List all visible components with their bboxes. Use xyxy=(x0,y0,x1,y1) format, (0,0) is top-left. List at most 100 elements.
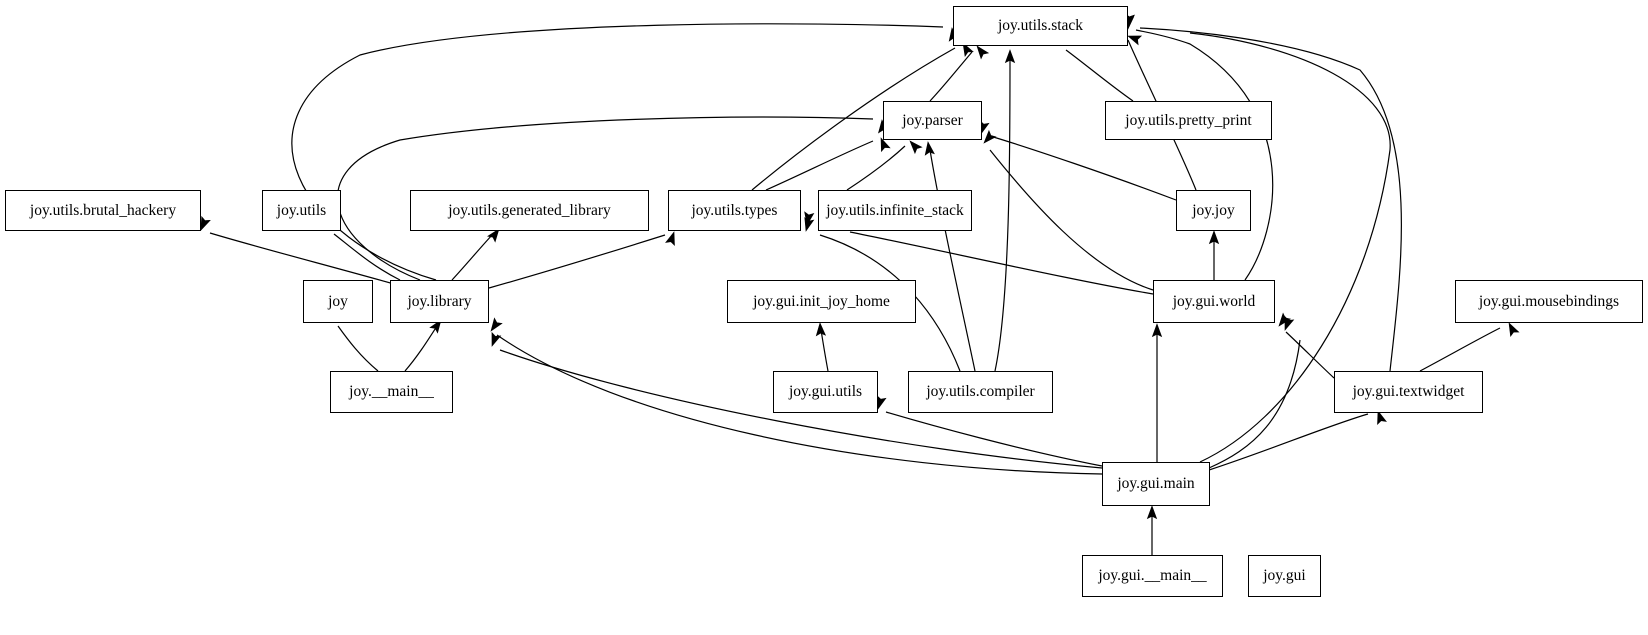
edge-joy-library-to-joy-utils-brutal-hackery xyxy=(200,215,395,285)
edge-line xyxy=(1419,327,1501,372)
node-label: joy.gui.textwidget xyxy=(1352,383,1465,401)
edge-line xyxy=(846,145,906,191)
node-joy---main--[interactable]: joy.__main__ xyxy=(330,371,453,413)
edge-line xyxy=(488,234,666,289)
node-label: joy.gui.mousebindings xyxy=(1478,292,1620,310)
edge-joy-library-to-joy-utils-types xyxy=(488,231,675,289)
edge-line xyxy=(1208,413,1369,471)
arrow-head-icon xyxy=(665,231,675,247)
node-label: joy.utils.stack xyxy=(997,17,1084,35)
edge-line xyxy=(929,51,973,102)
arrow-head-icon xyxy=(429,319,442,334)
edge-line xyxy=(1208,339,1301,469)
edge-line xyxy=(820,329,829,372)
node-label: joy.utils.types xyxy=(691,201,778,219)
node-joy-gui-textwidget[interactable]: joy.gui.textwidget xyxy=(1334,371,1483,413)
node-joy-gui-utils[interactable]: joy.gui.utils xyxy=(773,371,878,413)
node-label: joy.gui.init_joy_home xyxy=(753,292,890,310)
edge-line xyxy=(337,325,379,372)
arrow-head-icon xyxy=(487,228,500,243)
edge-joy-gui-utils-to-joy-gui-init-joy-home xyxy=(815,322,829,372)
node-label: joy.gui.__main__ xyxy=(1098,567,1207,585)
edge-line xyxy=(1189,32,1391,463)
edge-joy-utils-compiler-to-joy-parser xyxy=(924,141,976,372)
node-label: joy.joy xyxy=(1192,201,1235,219)
node-label: joy.utils.generated_library xyxy=(448,201,611,219)
edge-joy-gui-textwidget-to-joy-gui-mousebindings xyxy=(1419,322,1520,372)
arrow-head-icon xyxy=(1146,505,1158,520)
arrow-head-icon xyxy=(1004,49,1016,64)
edge-line xyxy=(291,23,944,281)
node-label: joy xyxy=(328,292,348,310)
node-joy-utils-pretty-print[interactable]: joy.utils.pretty_print xyxy=(1105,101,1272,140)
edge-line xyxy=(929,149,976,372)
node-label: joy.utils.infinite_stack xyxy=(826,201,964,219)
edge-line xyxy=(849,231,1154,295)
arrow-head-icon xyxy=(909,140,923,155)
node-label: joy.utils.compiler xyxy=(926,383,1035,401)
node-label: joy.gui.main xyxy=(1117,475,1195,493)
edge-line xyxy=(333,233,401,281)
node-label: joy.gui.world xyxy=(1172,292,1256,310)
arrow-head-icon xyxy=(815,322,827,337)
edge-line xyxy=(496,334,1103,475)
node-label: joy.gui.utils xyxy=(788,383,863,401)
node-joy-gui-main[interactable]: joy.gui.main xyxy=(1102,462,1210,506)
node-joy-utils-compiler[interactable]: joy.utils.compiler xyxy=(908,371,1053,413)
arrow-head-icon xyxy=(1278,312,1292,327)
node-joy-gui-mousebindings[interactable]: joy.gui.mousebindings xyxy=(1455,280,1643,323)
node-joy-joy[interactable]: joy.joy xyxy=(1176,190,1251,231)
edge-joy-parser-to-joy-utils-stack xyxy=(929,45,990,102)
edge-joy-gui-main-to-joy-gui-world xyxy=(1208,315,1301,469)
node-joy-utils-stack[interactable]: joy.utils.stack xyxy=(953,6,1128,46)
arrow-head-icon xyxy=(1151,323,1163,338)
node-joy-utils-types[interactable]: joy.utils.types xyxy=(668,190,801,231)
node-label: joy.utils.brutal_hackery xyxy=(29,201,177,219)
node-joy[interactable]: joy xyxy=(303,280,373,323)
node-joy-gui[interactable]: joy.gui xyxy=(1248,555,1321,597)
arrow-head-icon xyxy=(491,331,502,347)
edge-joy-gui---main---to-joy-gui-main xyxy=(1146,505,1158,555)
arrow-head-icon xyxy=(983,129,997,144)
node-joy-utils[interactable]: joy.utils xyxy=(262,190,341,231)
edge-joy-gui-main-to-joy-library xyxy=(491,331,1103,469)
edge-line xyxy=(1135,29,1274,281)
edge-line xyxy=(765,140,874,191)
edge-line xyxy=(404,325,438,372)
edge-line xyxy=(885,411,1103,467)
node-label: joy.__main__ xyxy=(349,383,434,401)
edge-joy-gui-main-to-joy-gui-utils xyxy=(876,394,1103,467)
node-joy-utils-generated-library[interactable]: joy.utils.generated_library xyxy=(410,190,649,231)
node-joy-utils-infinite-stack[interactable]: joy.utils.infinite_stack xyxy=(818,190,972,231)
arrow-head-icon xyxy=(804,217,815,232)
node-joy-library[interactable]: joy.library xyxy=(390,280,489,323)
arrow-head-icon xyxy=(200,215,211,231)
edge-joy-gui-world-to-joy-parser xyxy=(983,129,1154,291)
arrow-head-icon xyxy=(880,137,891,153)
edge-line xyxy=(499,349,1103,469)
edge-joy---main---to-joy-library xyxy=(404,319,442,372)
arrow-head-icon xyxy=(490,317,503,332)
edge-line xyxy=(994,57,1011,372)
edge-joy-utils-types-to-joy-utils-stack xyxy=(751,42,974,191)
edge-line xyxy=(989,135,1177,201)
node-joy-gui-init-joy-home[interactable]: joy.gui.init_joy_home xyxy=(727,280,916,323)
node-joy-gui-world[interactable]: joy.gui.world xyxy=(1153,280,1275,323)
node-label: joy.utils.pretty_print xyxy=(1125,111,1252,129)
edge-joy-utils-types-to-joy-parser xyxy=(765,137,891,191)
edge-joy-utils-infinite-stack-to-joy-parser xyxy=(846,140,923,191)
edge-line xyxy=(1139,27,1402,372)
arrow-head-icon xyxy=(962,42,974,57)
node-label: joy.utils xyxy=(276,201,327,219)
edge-line xyxy=(1065,49,1134,102)
node-joy-utils-brutal-hackery[interactable]: joy.utils.brutal_hackery xyxy=(5,190,201,231)
edge-joy-library-to-joy-utils-stack xyxy=(291,23,959,281)
edge-joy-library-to-joy-utils-generated-library xyxy=(451,228,500,281)
arrow-head-icon xyxy=(1377,410,1387,426)
node-joy-parser[interactable]: joy.parser xyxy=(883,101,982,140)
edge-joy-utils-compiler-to-joy-utils-stack xyxy=(994,49,1016,372)
edge-line xyxy=(337,116,874,281)
edge-line xyxy=(451,233,494,281)
edge-joy-gui-world-to-joy-joy xyxy=(1208,230,1220,281)
node-joy-gui---main--[interactable]: joy.gui.__main__ xyxy=(1082,555,1223,597)
